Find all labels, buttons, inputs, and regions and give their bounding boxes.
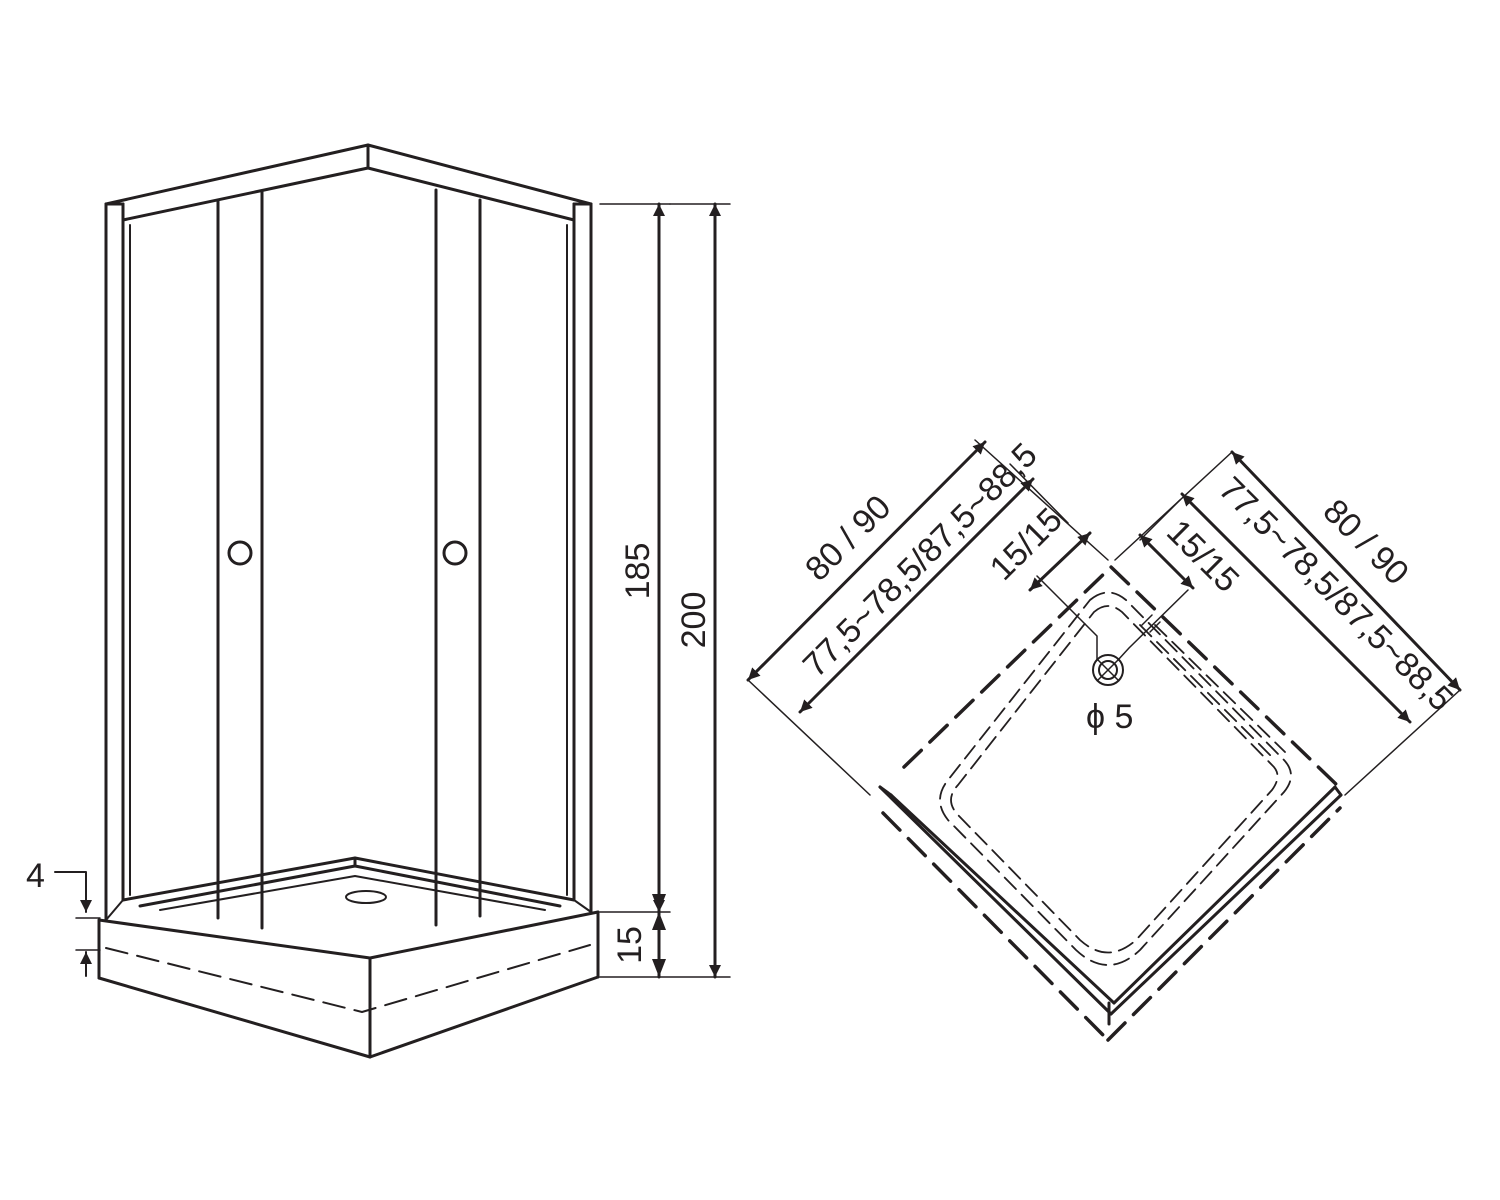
dimension-4: 4 xyxy=(26,857,101,977)
dimension-label-185: 185 xyxy=(619,543,657,600)
shower-tray-base xyxy=(97,899,600,1059)
wall-hatch xyxy=(1139,624,1286,761)
drain-diameter-label: ϕ 5 xyxy=(1086,698,1133,736)
enclosure-walls xyxy=(878,785,1343,1026)
top-frame xyxy=(104,143,593,222)
drain-offset-right-dim: 15/15 xyxy=(1138,513,1246,600)
elevation-view: 185 200 15 4 xyxy=(26,143,731,1059)
door-handle-right xyxy=(442,540,468,566)
dimension-left-outer: 80 / 90 xyxy=(746,439,1109,796)
dimension-right-inner: 77,5~78,5/87,5~88,5 xyxy=(1180,470,1460,724)
left-post xyxy=(104,202,131,922)
drain: ϕ 5 xyxy=(1086,654,1133,736)
door-handle-left xyxy=(227,540,253,566)
dimension-15: 15 xyxy=(611,894,666,979)
door-rails xyxy=(216,188,482,930)
plan-view: ϕ 5 15/15 15/15 80 / 90 xyxy=(746,436,1462,1042)
shower-tray-top xyxy=(121,856,576,911)
dimension-label-4: 4 xyxy=(26,857,45,895)
dimension-label-200: 200 xyxy=(675,592,713,649)
dimension-label-15: 15 xyxy=(611,926,649,964)
tray-basin-dashed xyxy=(939,591,1292,966)
dimension-200: 200 xyxy=(599,202,731,979)
dimension-185: 185 xyxy=(599,202,671,914)
dimension-right-outer: 80 / 90 xyxy=(1114,450,1462,796)
right-post xyxy=(566,202,593,914)
drain-offset-right-label: 15/15 xyxy=(1159,513,1246,600)
